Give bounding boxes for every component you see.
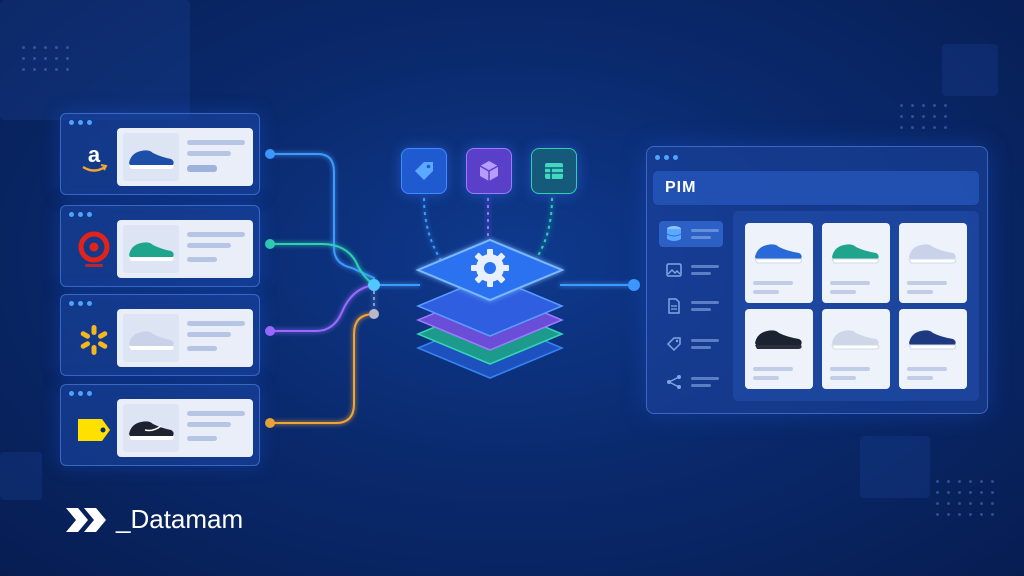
source-card-target[interactable]: [60, 205, 260, 287]
bg-square: [860, 436, 930, 498]
node-target: [265, 239, 275, 249]
shoe-image: [123, 404, 179, 452]
text-line: [187, 165, 217, 172]
brand-mark-icon: [66, 507, 106, 532]
node-pim: [628, 279, 640, 291]
sidebar-item-database[interactable]: [659, 221, 723, 247]
text-line: [691, 236, 711, 239]
image-icon: [665, 261, 683, 279]
product-grid: [733, 211, 979, 401]
text-line: [187, 232, 245, 237]
text-line: [187, 332, 231, 337]
shoe-image: [908, 330, 957, 350]
tag-icon: [665, 335, 683, 353]
node-hub: [368, 279, 380, 291]
source-card-walmart[interactable]: [60, 294, 260, 376]
wire-bestbuy: [270, 313, 375, 424]
text-line: [691, 377, 719, 380]
table-icon[interactable]: [531, 148, 577, 194]
wire-tool-3: [533, 197, 553, 263]
target-logo: [71, 228, 117, 274]
pim-window: PIM: [646, 146, 988, 414]
product-preview: [117, 220, 253, 278]
amazon-logo: a: [71, 136, 117, 182]
text-line: [187, 422, 231, 427]
document-icon: [665, 297, 683, 315]
dot-grid: [936, 480, 994, 516]
text-line: [187, 140, 245, 145]
node-hub-lower: [369, 309, 379, 319]
product-tile[interactable]: [822, 309, 890, 389]
dot-grid: [900, 104, 947, 129]
shoe-image: [831, 330, 880, 350]
text-line: [187, 436, 217, 441]
text-line: [691, 265, 719, 268]
sidebar-item-tag[interactable]: [659, 331, 723, 357]
text-line: [691, 346, 711, 349]
product-preview: [117, 128, 253, 186]
text-line: [187, 321, 245, 326]
sidebar-item-share[interactable]: [659, 369, 723, 395]
text-line: [187, 257, 217, 262]
bestbuy-logo: [71, 407, 117, 453]
window-dots: [69, 391, 92, 396]
source-card-bestbuy[interactable]: [60, 384, 260, 466]
text-line: [187, 346, 217, 351]
sidebar-item-document[interactable]: [659, 293, 723, 319]
text-line: [187, 243, 231, 248]
wire-amazon: [270, 153, 375, 285]
text-line: [187, 411, 245, 416]
product-preview: [117, 309, 253, 367]
text-line: [691, 272, 711, 275]
brand-name: _Datamam: [116, 504, 244, 534]
product-tile[interactable]: [745, 309, 813, 389]
text-line: [691, 308, 711, 311]
window-dots: [69, 212, 92, 217]
shoe-image: [908, 244, 957, 264]
product-tile[interactable]: [822, 223, 890, 303]
product-tile[interactable]: [899, 309, 967, 389]
text-line: [691, 301, 719, 304]
window-dots: [69, 120, 92, 125]
window-dots: [69, 301, 92, 306]
bg-square: [0, 452, 42, 500]
svg-text:a: a: [88, 142, 101, 167]
database-icon: [665, 225, 683, 243]
node-amazon: [265, 149, 275, 159]
dot-grid: [22, 46, 69, 71]
wire-tool-1: [423, 197, 443, 263]
bg-square: [0, 0, 190, 120]
pim-header: PIM: [653, 171, 979, 205]
shoe-image: [831, 244, 880, 264]
text-line: [691, 339, 719, 342]
shoe-image: [123, 314, 179, 362]
bg-square: [942, 44, 998, 96]
pim-title: PIM: [665, 179, 697, 196]
product-tile[interactable]: [745, 223, 813, 303]
walmart-logo: [71, 317, 117, 363]
node-walmart: [265, 326, 275, 336]
box-icon[interactable]: [466, 148, 512, 194]
node-bestbuy: [265, 418, 275, 428]
shoe-image: [754, 244, 803, 264]
text-line: [187, 151, 231, 156]
product-tile[interactable]: [899, 223, 967, 303]
sidebar-item-image[interactable]: [659, 257, 723, 283]
share-icon: [665, 373, 683, 391]
shoe-image: [123, 133, 179, 181]
product-preview: [117, 399, 253, 457]
gear-icon: [471, 249, 509, 287]
text-line: [691, 384, 711, 387]
brand-logo: _Datamam: [64, 504, 243, 535]
shoe-image: [755, 330, 802, 349]
window-dots: [655, 155, 678, 160]
text-line: [691, 229, 719, 232]
shoe-image: [123, 225, 179, 273]
wire-target: [270, 243, 375, 286]
wire-walmart: [270, 284, 375, 332]
tag-icon[interactable]: [401, 148, 447, 194]
source-card-amazon[interactable]: a: [60, 113, 260, 195]
